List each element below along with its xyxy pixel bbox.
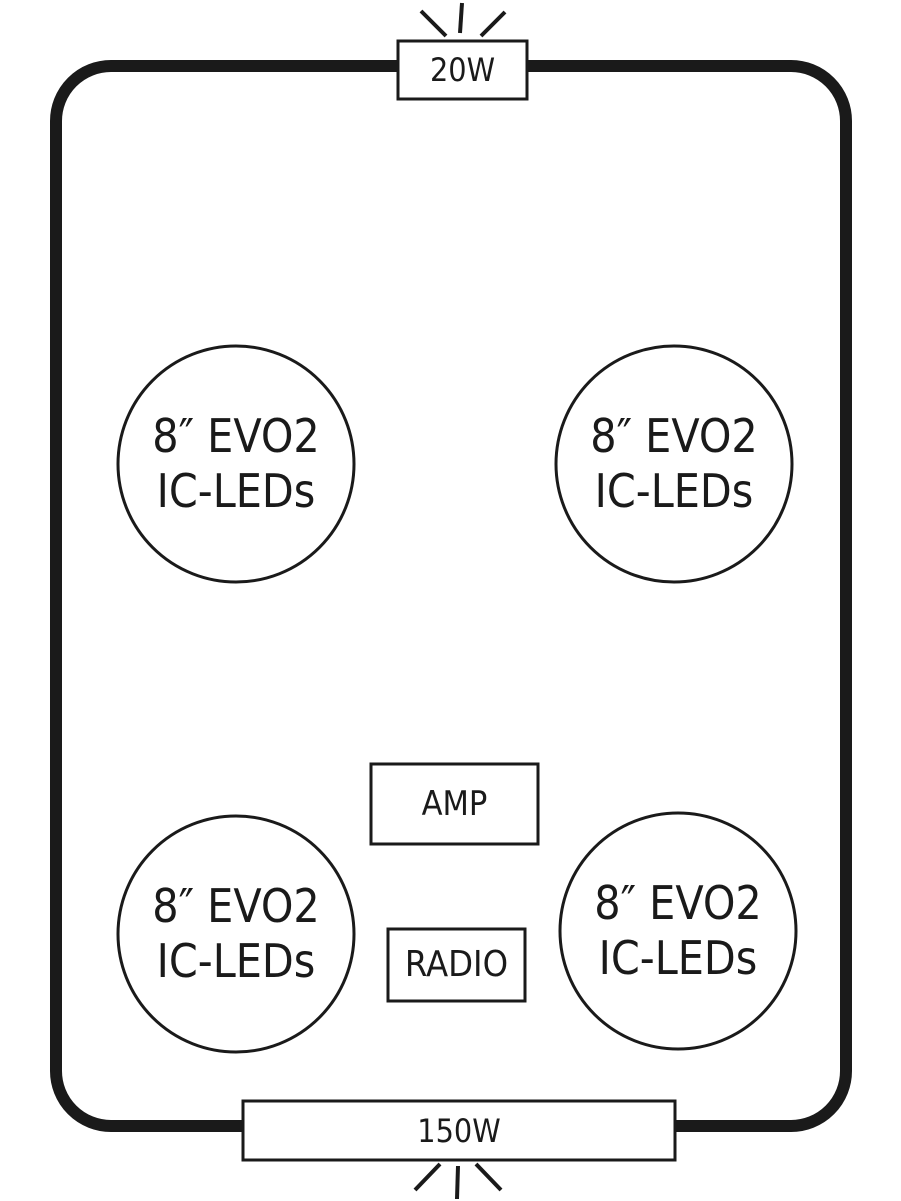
speaker-type-label: IC-LEDs	[156, 934, 316, 988]
top-light-wattage-label: 20W	[429, 51, 496, 89]
speaker-front-left: 8″ EVO2 IC-LEDs	[118, 346, 354, 582]
bottom-light-rays-icon	[413, 1162, 503, 1200]
speaker-model-label: 8″ EVO2	[152, 408, 320, 463]
radio-box	[386, 927, 527, 1003]
top-light-box	[396, 39, 529, 101]
speaker-rear-right: 8″ EVO2 IC-LEDs	[560, 813, 796, 1049]
radio-label: RADIO	[404, 944, 509, 985]
amp-box	[369, 762, 540, 846]
speaker-rear-left: 8″ EVO2 IC-LEDs	[118, 816, 354, 1052]
speaker-circle-rear-right	[558, 811, 798, 1051]
speaker-model-label: 8″ EVO2	[590, 408, 758, 463]
speaker-type-label: IC-LEDs	[598, 931, 758, 985]
speaker-circle-rear-left	[116, 814, 356, 1054]
speaker-circle-front-right	[554, 344, 794, 584]
top-light-rays-icon	[419, 2, 507, 38]
speaker-model-label: 8″ EVO2	[152, 878, 320, 933]
bottom-light-wattage-label: 150W	[417, 1111, 501, 1150]
speaker-front-right: 8″ EVO2 IC-LEDs	[556, 346, 792, 582]
speaker-type-label: IC-LEDs	[156, 464, 316, 518]
speaker-model-label: 8″ EVO2	[594, 875, 762, 930]
amp-label: AMP	[421, 784, 488, 824]
speaker-type-label: IC-LEDs	[594, 464, 754, 518]
bottom-light-box	[241, 1099, 677, 1162]
speaker-circle-front-left	[116, 344, 356, 584]
